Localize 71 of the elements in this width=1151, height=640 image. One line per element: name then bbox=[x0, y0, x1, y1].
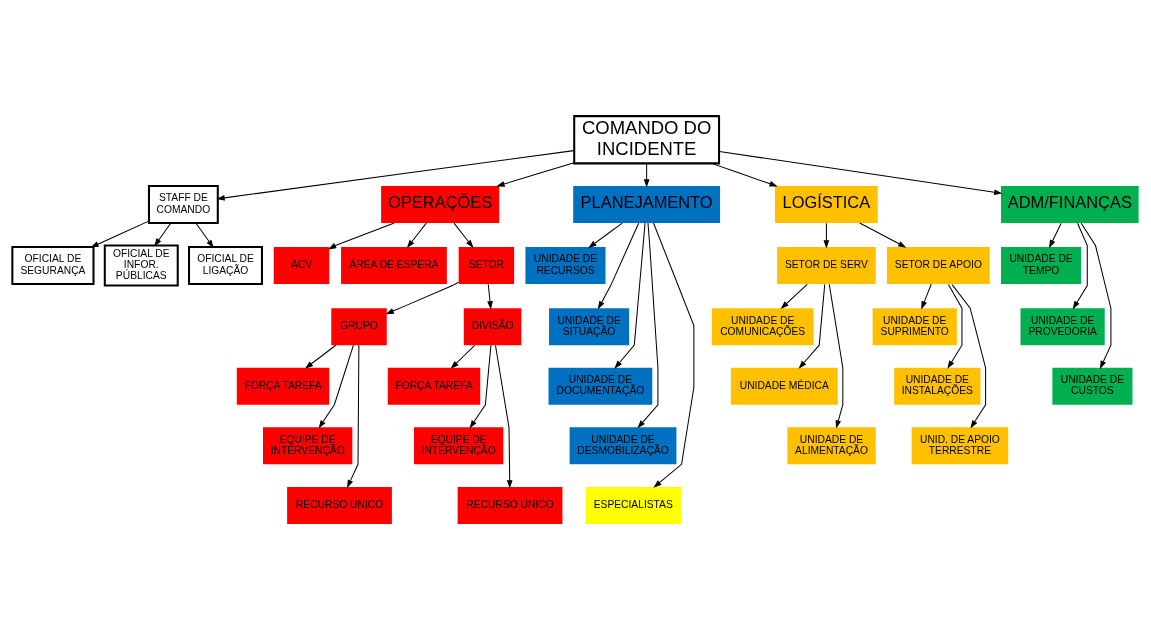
arrow bbox=[597, 222, 640, 310]
arrow bbox=[1080, 222, 1112, 369]
arrow bbox=[318, 344, 354, 429]
arrow bbox=[453, 222, 474, 249]
arrow bbox=[859, 222, 907, 248]
arrow bbox=[828, 283, 844, 429]
node-box: RECURSO UNICO bbox=[457, 486, 563, 524]
node-box: ADM/FINANÇAS bbox=[1001, 185, 1139, 223]
arrow bbox=[154, 222, 172, 247]
arrow bbox=[487, 283, 493, 310]
arrow bbox=[718, 151, 1003, 196]
node-box: COMANDO DO INCIDENTE bbox=[573, 115, 721, 165]
node-box: UNIDADE DE PROVEDORIA bbox=[1020, 308, 1105, 346]
arrow bbox=[469, 344, 492, 429]
node-box: DIVISÃO bbox=[463, 308, 522, 346]
arrow bbox=[643, 162, 650, 188]
arrow bbox=[588, 222, 623, 248]
node-box: SETOR DE APOIO bbox=[887, 247, 990, 285]
arrow bbox=[494, 345, 513, 489]
arrow bbox=[947, 283, 963, 369]
arrow bbox=[496, 162, 575, 187]
arrow bbox=[921, 283, 932, 310]
node-box: UNIDADE DE CUSTOS bbox=[1052, 367, 1133, 405]
node-box: UNIDADE DE INSTALAÇÕES bbox=[894, 367, 981, 405]
node-box: UNID. DE APOIO TERRESTRE bbox=[911, 427, 1009, 465]
arrow bbox=[195, 222, 214, 249]
node-box: ACV bbox=[273, 247, 330, 285]
node-box: LOGÍSTICA bbox=[775, 185, 878, 223]
node-box: OFICIAL DE LIGAÇÃO bbox=[188, 246, 263, 286]
node-box: OFICIAL DE SEGURANÇA bbox=[11, 246, 95, 286]
node-box: UNIDADE MÉDICA bbox=[730, 367, 838, 405]
node-box: UNIDADE DE RECURSOS bbox=[525, 247, 606, 285]
node-box: RECURSO UNICO bbox=[287, 486, 392, 524]
arrow bbox=[653, 222, 695, 488]
node-box: GRUPO bbox=[331, 308, 387, 346]
arrow bbox=[347, 344, 360, 489]
node-box: ÁREA DE ESPERA bbox=[341, 247, 447, 285]
node-box: UNIDADE DE COMUNICAÇÕES bbox=[711, 308, 814, 346]
node-box: STAFF DE COMANDO bbox=[147, 184, 219, 224]
arrow bbox=[711, 162, 778, 187]
arrow bbox=[216, 150, 575, 201]
arrow bbox=[780, 283, 808, 309]
arrow bbox=[385, 281, 459, 315]
node-box: FORÇA TAREFA bbox=[236, 367, 330, 405]
node-box: EQUIPE DE INTERVENÇÃO bbox=[414, 427, 504, 465]
node-box: SETOR DE SERV bbox=[777, 247, 876, 285]
arrow bbox=[90, 220, 150, 248]
arrow bbox=[823, 222, 830, 249]
arrow bbox=[798, 283, 826, 369]
node-box: OPERAÇÕES bbox=[381, 185, 500, 223]
node-box: EQUIPE DE INTERVENÇÃO bbox=[263, 427, 353, 465]
node-box: ESPECIALISTAS bbox=[585, 486, 682, 524]
node-box: UNIDADE DE SITUAÇÃO bbox=[549, 308, 630, 346]
arrow bbox=[328, 222, 395, 250]
node-box: FORÇA TAREFA bbox=[387, 367, 481, 405]
node-box: PLANEJAMENTO bbox=[573, 185, 721, 223]
arrow bbox=[304, 344, 337, 369]
node-box: SETOR bbox=[458, 247, 515, 285]
arrow bbox=[637, 222, 659, 429]
node-box: UNIDADE DE SUPRIMENTO bbox=[872, 308, 957, 346]
arrow bbox=[614, 222, 646, 369]
arrow bbox=[406, 222, 427, 249]
node-box: UNIDADE DE TEMPO bbox=[1001, 247, 1082, 285]
node-box: OFICIAL DE INFOR. PÚBLICAS bbox=[103, 244, 179, 287]
node-box: UNIDADE DE ALIMENTAÇÃO bbox=[787, 427, 876, 465]
node-box: UNIDADE DE DOCUMENTAÇÃO bbox=[548, 367, 653, 405]
arrow bbox=[450, 344, 476, 369]
arrow bbox=[1072, 222, 1088, 310]
arrow bbox=[951, 283, 987, 429]
arrow bbox=[1049, 222, 1062, 249]
node-box: UNIDADE DE DESMOBILIZAÇÃO bbox=[569, 427, 677, 465]
